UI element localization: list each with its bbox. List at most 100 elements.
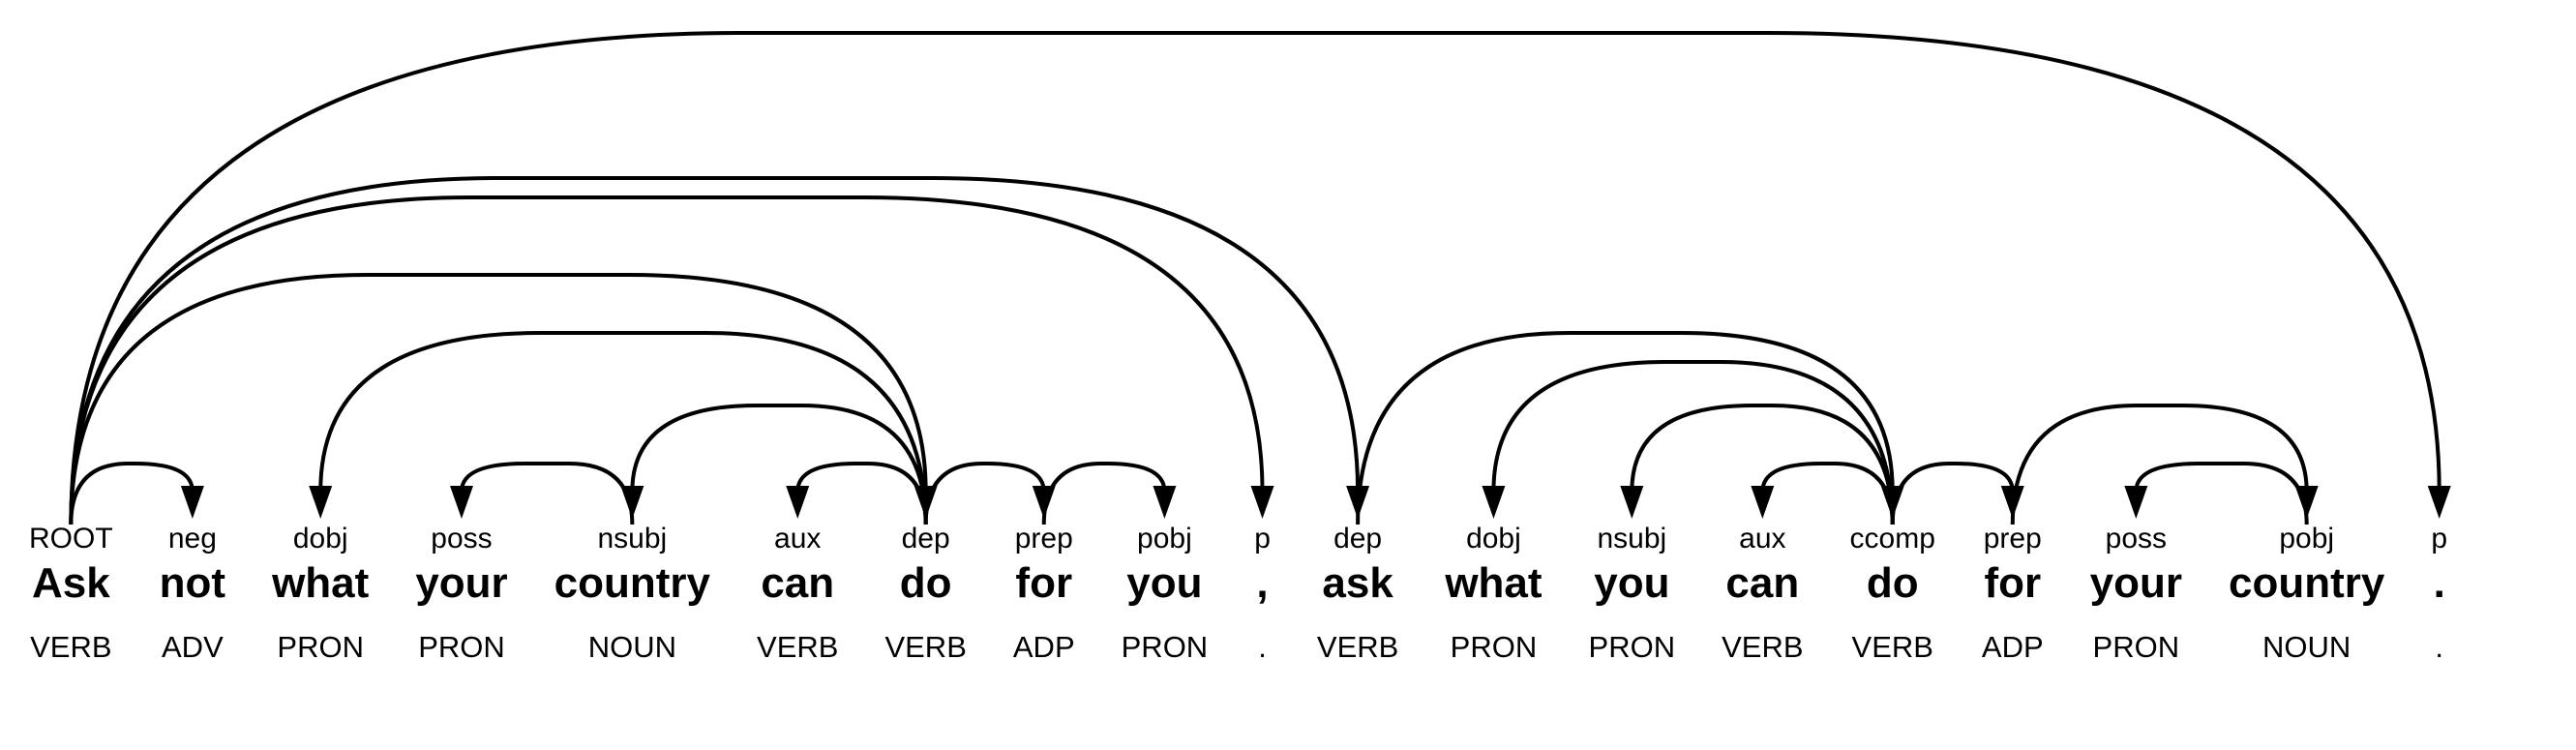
token-text: you: [1594, 559, 1670, 607]
token: dobj what PRON: [272, 521, 369, 666]
pos-tag: VERB: [884, 630, 967, 664]
dependency-arc-prep: [1890, 462, 2015, 525]
arrowhead-p: [2427, 486, 2451, 519]
arrowhead-nsubj: [620, 486, 644, 519]
dependency-label: aux: [1739, 523, 1786, 555]
pos-tag: .: [1258, 630, 1267, 664]
token: pobj country NOUN: [2229, 521, 2384, 666]
dependency-label: prep: [1014, 523, 1073, 555]
token-text: .: [2433, 559, 2445, 607]
dependency-arc-nsubj: [1630, 404, 1895, 525]
token-text: country: [554, 559, 711, 607]
dependency-arc-pobj: [1041, 462, 1167, 525]
token: dep ask VERB: [1317, 521, 1398, 666]
dependency-label: prep: [1983, 523, 2042, 555]
token: dep do VERB: [884, 521, 966, 666]
dependency-arc-p: [69, 31, 2441, 525]
dependency-arc-dep: [69, 176, 1361, 525]
dependency-arc-prep: [923, 462, 1046, 525]
token: aux can VERB: [757, 521, 838, 666]
dependency-label: dobj: [1466, 523, 1521, 555]
token-text: can: [1725, 559, 1800, 607]
pos-tag: VERB: [757, 630, 839, 664]
dependency-label: ROOT: [29, 523, 113, 555]
token: aux can VERB: [1722, 521, 1803, 666]
token-text: Ask: [31, 559, 110, 607]
pos-tag: ADP: [1012, 630, 1075, 664]
dependency-label: dep: [901, 523, 950, 555]
token: nsubj country NOUN: [554, 521, 710, 666]
dependency-label: nsubj: [1597, 523, 1667, 555]
dependency-arc-p: [69, 195, 1265, 525]
dependency-arc-aux: [795, 462, 928, 525]
dependency-label: aux: [774, 523, 822, 555]
pos-tag: NOUN: [2262, 630, 2351, 664]
dependency-label: dep: [1333, 523, 1383, 555]
arrowhead-p: [1250, 486, 1274, 519]
dependency-label: neg: [167, 523, 217, 555]
token-text: what: [1445, 559, 1543, 607]
arrowhead-dobj: [1482, 486, 1506, 519]
dependency-label: p: [1254, 523, 1271, 555]
token-text: your: [2089, 559, 2183, 607]
arrowhead-nsubj: [1620, 486, 1644, 519]
dependency-label: ccomp: [1849, 523, 1935, 555]
dependency-arc-poss: [2134, 462, 2309, 525]
arrowhead-aux: [786, 486, 810, 519]
dependency-arc-dobj: [318, 331, 928, 525]
dependency-label: pobj: [2279, 523, 2335, 555]
pos-tag: PRON: [418, 630, 505, 664]
token-text: do: [899, 559, 952, 607]
token: nsubj you PRON: [1589, 521, 1676, 666]
dependency-label: poss: [2105, 523, 2168, 555]
token-text: can: [761, 559, 835, 607]
pos-tag: VERB: [1722, 630, 1804, 664]
token-text: what: [272, 559, 370, 607]
pos-tag: NOUN: [587, 630, 676, 664]
dependency-arc-nsubj: [630, 404, 928, 525]
pos-tag: PRON: [1121, 630, 1209, 664]
token: prep for ADP: [1013, 521, 1075, 666]
pos-tag: VERB: [30, 630, 112, 664]
token-row: ROOT Ask VERB neg not ADV dobj what PRON…: [29, 521, 2447, 666]
pos-tag: PRON: [277, 630, 364, 664]
token-text: country: [2229, 559, 2385, 607]
token-text: do: [1866, 559, 1919, 607]
dependency-arc-poss: [459, 462, 635, 525]
token: pobj you PRON: [1122, 521, 1209, 666]
token: neg not ADV: [160, 521, 225, 666]
token: ROOT Ask VERB: [29, 521, 113, 666]
token: ccomp do VERB: [1850, 521, 1935, 666]
token: dobj what PRON: [1445, 521, 1542, 666]
token-text: ,: [1256, 559, 1269, 607]
token-text: your: [415, 559, 508, 607]
token: p . .: [2431, 521, 2447, 666]
pos-tag: PRON: [1450, 630, 1538, 664]
pos-tag: PRON: [1588, 630, 1676, 664]
dependency-arc-dobj: [1491, 360, 1895, 525]
arrowhead-neg: [180, 486, 204, 519]
pos-tag: PRON: [2092, 630, 2180, 664]
pos-tag: ADP: [1981, 630, 2044, 664]
dependency-label: dobj: [292, 523, 348, 555]
token: prep for ADP: [1982, 521, 2044, 666]
dependency-arc-ccomp: [1356, 331, 1895, 525]
arrowhead-poss: [2124, 486, 2148, 519]
dependency-arc-aux: [1760, 462, 1895, 525]
dependency-label: poss: [431, 523, 493, 555]
dependency-arc-pobj: [2010, 404, 2309, 525]
arrowhead-pobj: [2294, 486, 2319, 519]
dependency-label: pobj: [1137, 523, 1192, 555]
token: p , .: [1254, 521, 1271, 666]
dependency-label: p: [2431, 523, 2448, 555]
token: poss your PRON: [415, 521, 507, 666]
token-text: not: [159, 559, 226, 607]
pos-tag: VERB: [1851, 630, 1933, 664]
dependency-label: nsubj: [597, 523, 668, 555]
token: poss your PRON: [2090, 521, 2182, 666]
token-text: for: [1015, 559, 1073, 607]
arrowhead-poss: [449, 486, 473, 519]
arrowhead-aux: [1751, 486, 1775, 519]
